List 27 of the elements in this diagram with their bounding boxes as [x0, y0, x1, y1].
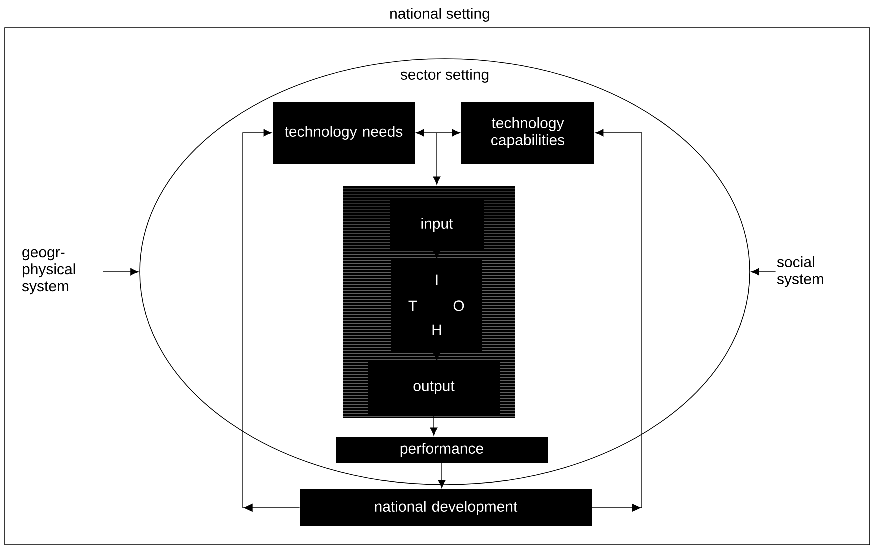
process-box: technology capabilities: [462, 102, 594, 164]
process-box: I T O H: [392, 260, 482, 352]
arrow: [592, 129, 642, 512]
node-label: T: [408, 300, 418, 312]
arrow: [430, 414, 438, 436]
node-label: I: [436, 274, 438, 286]
node-label: H: [432, 324, 442, 336]
process-box: technology needs: [273, 102, 415, 164]
frame-heading: national setting: [390, 8, 490, 22]
arrow: [438, 462, 446, 488]
node-label: input: [422, 218, 454, 232]
ellipse-heading: sector setting: [400, 69, 489, 83]
node-label: output: [414, 382, 455, 394]
process-box: performance: [336, 437, 548, 463]
node-label: O: [454, 300, 464, 312]
arrow: [433, 352, 441, 361]
arrow: [416, 129, 460, 137]
arrow: [433, 132, 441, 185]
process-box: national development: [300, 490, 592, 526]
system-label: social system: [777, 256, 824, 288]
arrow: [102, 268, 139, 276]
arrow: [242, 129, 300, 512]
system-label: geogr- physical system: [22, 249, 76, 295]
process-box: output: [368, 362, 500, 414]
arrow: [751, 268, 776, 276]
arrow: [433, 250, 441, 259]
process-box: input: [390, 200, 484, 250]
